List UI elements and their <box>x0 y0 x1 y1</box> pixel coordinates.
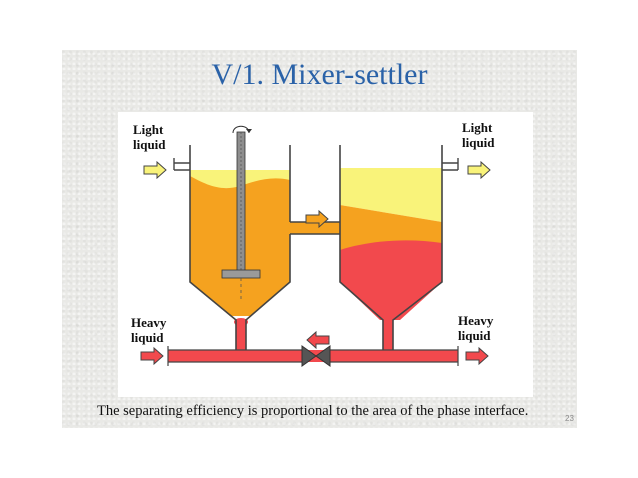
light-liquid-inlet-label: Light liquid <box>133 122 166 152</box>
arrow-left-icon <box>306 330 330 350</box>
overflow-channel-fill <box>290 222 340 234</box>
settler-mixture-layer <box>340 205 442 250</box>
arrow-right-icon <box>305 209 329 229</box>
settler-vessel-outline <box>339 145 443 350</box>
light-liquid-outlet-label: Light liquid <box>462 120 495 150</box>
settler-heavy-layer <box>340 240 442 320</box>
slide-caption: The separating efficiency is proportiona… <box>97 403 529 419</box>
slide-title: V/1. Mixer-settler <box>211 58 428 91</box>
mixer-heavy-drop <box>234 318 248 326</box>
stirrer-icon <box>221 125 261 300</box>
valve-icon <box>301 345 331 367</box>
arrow-right-icon <box>140 346 164 366</box>
mixer-light-inlet-nozzle <box>173 158 190 171</box>
heavy-liquid-outlet-label: Heavy liquid <box>458 313 494 343</box>
heavy-liquid-inlet-label: Heavy liquid <box>131 315 167 345</box>
arrow-right-icon <box>465 346 489 366</box>
mixer-heavy-bottom <box>236 320 246 350</box>
arrow-right-icon <box>143 160 167 180</box>
page-number: 23 <box>565 414 574 423</box>
settler-light-outlet-nozzle <box>442 158 459 171</box>
settler-light-layer <box>340 168 442 222</box>
arrow-right-icon <box>467 160 491 180</box>
mixer-vessel-outline <box>189 145 291 350</box>
settler-outlet-fill <box>383 320 393 350</box>
